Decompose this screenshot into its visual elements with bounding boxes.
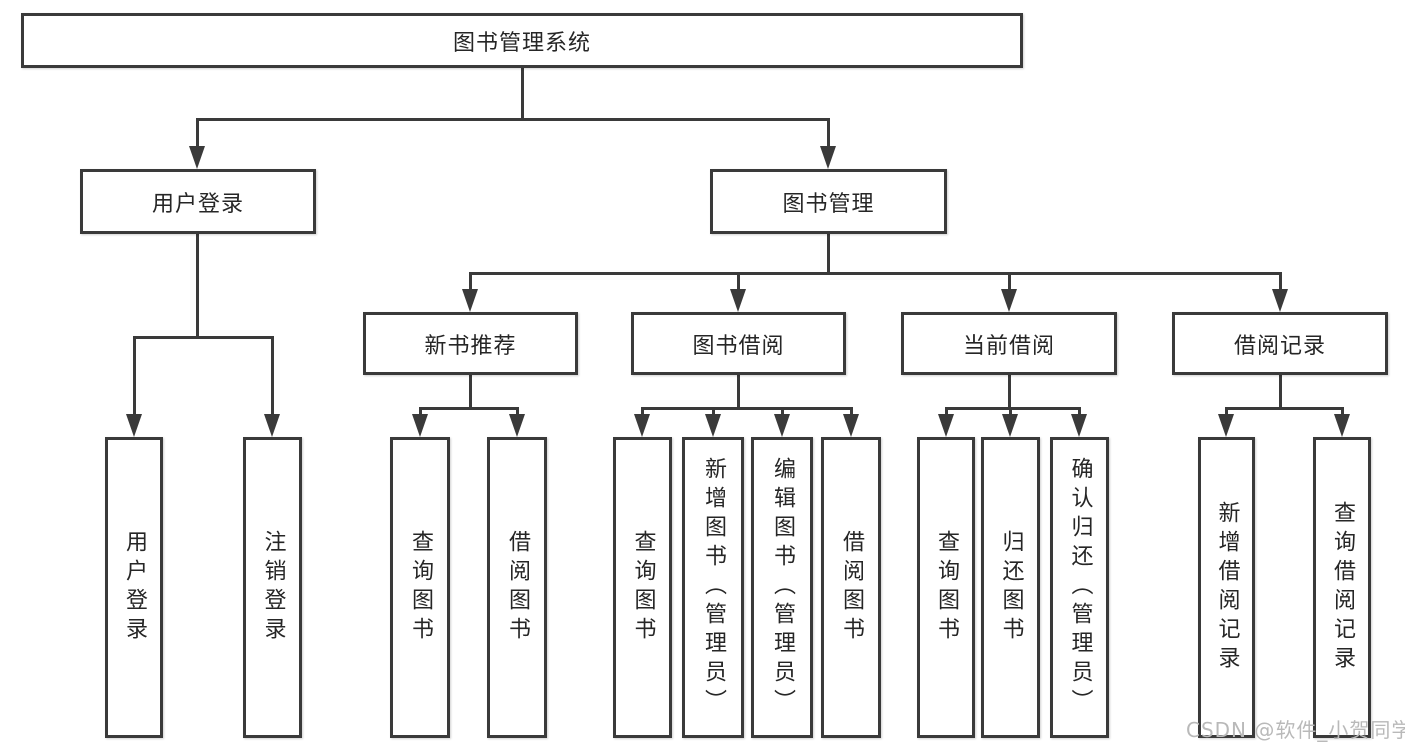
arrowhead-icon	[1002, 414, 1018, 437]
arrow-shaft	[196, 118, 199, 148]
leaf-label: 借阅图书	[505, 529, 530, 646]
arrow-shaft	[712, 407, 715, 419]
connector-trunk-borrow-record	[1279, 375, 1282, 410]
arrow-shaft	[133, 336, 136, 416]
arrowhead-icon	[412, 414, 428, 437]
arrow-shaft	[1008, 272, 1011, 294]
arrow-shaft	[469, 272, 472, 294]
leaf-add-borrow-record: 新增借阅记录	[1198, 437, 1255, 738]
leaf-query-books-borrow: 查询图书	[613, 437, 672, 738]
arrow-shaft	[641, 407, 644, 419]
arrow-shaft	[781, 407, 784, 419]
arrowhead-icon	[820, 146, 836, 169]
arrowhead-icon	[730, 289, 746, 312]
arrowhead-icon	[462, 289, 478, 312]
connector-bar-current-borrow-leaves	[945, 407, 1081, 410]
node-borrow-record: 借阅记录	[1172, 312, 1388, 375]
node-current-borrow: 当前借阅	[901, 312, 1117, 375]
arrowhead-icon	[126, 414, 142, 437]
arrow-shaft	[737, 272, 740, 294]
connector-trunk-new-book	[469, 375, 472, 410]
arrow-shaft	[850, 407, 853, 419]
leaf-confirm-return-admin: 确认归还（管理员）	[1050, 437, 1109, 738]
leaf-edit-books-admin: 编辑图书（管理员）	[751, 437, 813, 738]
arrowhead-icon	[938, 414, 954, 437]
leaf-label: 编辑图书（管理员）	[770, 457, 795, 718]
leaf-query-books-current: 查询图书	[917, 437, 975, 738]
arrow-shaft	[1341, 407, 1344, 419]
leaf-label: 注销登录	[260, 529, 286, 646]
node-user-login: 用户登录	[80, 169, 316, 234]
node-new-book-recommend: 新书推荐	[363, 312, 578, 375]
arrow-shaft	[419, 407, 422, 419]
leaf-label: 查询借阅记录	[1330, 500, 1355, 675]
arrowhead-icon	[1001, 289, 1017, 312]
connector-bar-level1	[196, 118, 830, 121]
arrowhead-icon	[705, 414, 721, 437]
arrowhead-icon	[509, 414, 525, 437]
arrowhead-icon	[1071, 414, 1087, 437]
arrow-shaft	[271, 336, 274, 416]
arrowhead-icon	[1272, 289, 1288, 312]
leaf-label: 用户登录	[122, 529, 147, 646]
arrowhead-icon	[1334, 414, 1350, 437]
arrowhead-icon	[843, 414, 859, 437]
connector-trunk-book-management	[827, 234, 830, 275]
leaf-label: 借阅图书	[839, 529, 864, 646]
leaf-query-borrow-record: 查询借阅记录	[1313, 437, 1371, 738]
leaf-label: 查询图书	[934, 529, 959, 646]
connector-bar-level2	[469, 272, 1282, 275]
connector-bar-user-leaves	[133, 336, 274, 339]
leaf-logout: 注销登录	[243, 437, 302, 738]
leaf-label: 查询图书	[408, 529, 433, 646]
watermark: CSDN @软件_小贺同学	[1186, 718, 1405, 742]
leaf-label: 归还图书	[998, 529, 1024, 646]
leaf-label: 查询图书	[630, 529, 656, 646]
leaf-add-books-admin: 新增图书（管理员）	[682, 437, 744, 738]
leaf-borrow-books-recommend: 借阅图书	[487, 437, 547, 738]
leaf-return-books: 归还图书	[981, 437, 1040, 738]
arrowhead-icon	[264, 414, 280, 437]
arrow-shaft	[1009, 407, 1012, 419]
leaf-user-login: 用户登录	[105, 437, 163, 738]
leaf-borrow-books: 借阅图书	[821, 437, 881, 738]
connector-trunk-book-borrow	[737, 375, 740, 410]
connector-trunk-user-login	[196, 234, 199, 339]
leaf-label: 新增图书（管理员）	[701, 457, 726, 718]
arrow-shaft	[945, 407, 948, 419]
leaf-label: 确认归还（管理员）	[1067, 457, 1093, 718]
arrowhead-icon	[189, 146, 205, 169]
connector-trunk-root	[521, 68, 524, 121]
arrowhead-icon	[774, 414, 790, 437]
arrow-shaft	[1225, 407, 1228, 419]
connector-bar-new-book-leaves	[419, 407, 519, 410]
leaf-query-books-recommend: 查询图书	[390, 437, 450, 738]
arrow-shaft	[827, 118, 830, 148]
arrow-shaft	[1279, 272, 1282, 294]
arrowhead-icon	[634, 414, 650, 437]
arrow-shaft	[1078, 407, 1081, 419]
arrow-shaft	[516, 407, 519, 419]
node-book-management: 图书管理	[710, 169, 947, 234]
node-book-borrow: 图书借阅	[631, 312, 846, 375]
connector-bar-borrow-record-leaves	[1225, 407, 1344, 410]
connector-bar-book-borrow-leaves	[641, 407, 853, 410]
arrowhead-icon	[1218, 414, 1234, 437]
node-root-system: 图书管理系统	[21, 13, 1023, 68]
connector-trunk-current-borrow	[1008, 375, 1011, 410]
leaf-label: 新增借阅记录	[1214, 500, 1240, 675]
